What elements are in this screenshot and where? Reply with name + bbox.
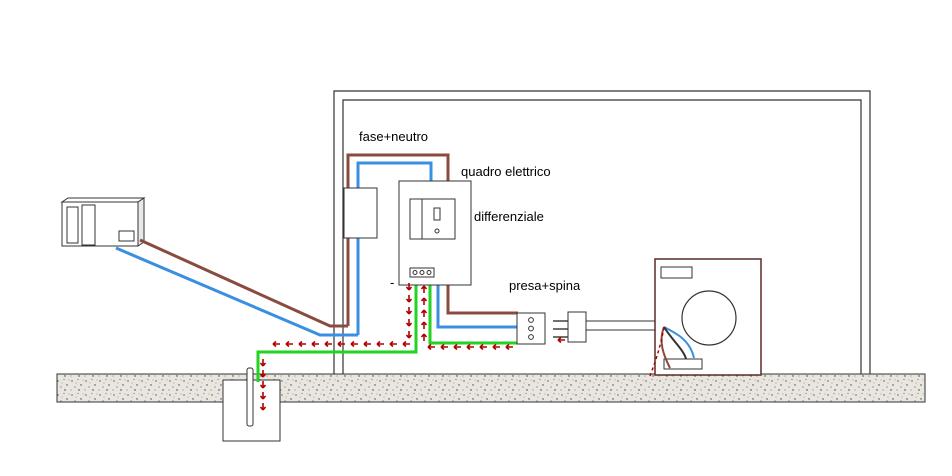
fault-arrow <box>298 340 306 348</box>
fault-arrow <box>285 340 293 348</box>
fault-arrow <box>311 340 319 348</box>
fault-arrow <box>420 285 428 293</box>
electrical-panel <box>398 180 472 286</box>
fault-arrow <box>337 340 345 348</box>
label-quadro-elettrico: quadro elettrico <box>461 164 551 179</box>
fault-current-path <box>259 283 565 411</box>
fault-arrow <box>420 321 428 329</box>
fault-arrow <box>376 340 384 348</box>
fault-arrow <box>557 336 565 344</box>
fault-arrow <box>466 343 474 351</box>
fault-arrow <box>259 370 267 378</box>
plug <box>553 311 665 343</box>
fault-arrow <box>427 343 435 351</box>
fault-arrow <box>420 309 428 317</box>
label-presa-spina: presa+spina <box>509 278 581 293</box>
fault-arrow <box>259 403 267 411</box>
fault-arrow <box>453 343 461 351</box>
utility-meter-box-icon <box>60 197 146 247</box>
fault-arrow <box>259 381 267 389</box>
earth-rod-icon <box>222 367 281 442</box>
fault-arrow <box>324 340 332 348</box>
fault-arrow <box>389 340 397 348</box>
fault-arrow <box>363 340 371 348</box>
washing-machine-icon <box>649 258 762 377</box>
fault-arrow <box>405 307 413 315</box>
supply-phase-wire <box>139 238 348 328</box>
fault-arrow <box>479 343 487 351</box>
fault-arrow <box>402 340 410 348</box>
fault-arrow <box>420 333 428 341</box>
supply-neutral-wire <box>115 246 358 337</box>
earth-terminal-block <box>409 267 435 278</box>
fault-arrow <box>272 340 280 348</box>
fault-arrow <box>350 340 358 348</box>
fault-arrow <box>440 343 448 351</box>
socket-outlet <box>516 312 546 345</box>
fault-arrow <box>259 392 267 400</box>
fault-arrow <box>405 331 413 339</box>
fault-arrow <box>259 359 267 367</box>
fault-arrow <box>505 343 513 351</box>
label-differenziale: differenziale <box>474 209 544 224</box>
fault-arrow <box>405 283 413 291</box>
ground-slab <box>56 373 926 403</box>
earth-conductor <box>428 276 517 345</box>
earth-conductor-to-rod <box>256 276 418 382</box>
label-fase-neutro: fase+neutro <box>359 129 428 144</box>
fault-arrow <box>405 295 413 303</box>
fault-arrow <box>405 319 413 327</box>
fault-arrow <box>420 297 428 305</box>
building-outline <box>333 90 871 374</box>
svg-text:-: - <box>390 275 394 290</box>
main-switch <box>343 187 378 239</box>
rcd-breaker <box>409 198 456 240</box>
fault-arrow <box>492 343 500 351</box>
